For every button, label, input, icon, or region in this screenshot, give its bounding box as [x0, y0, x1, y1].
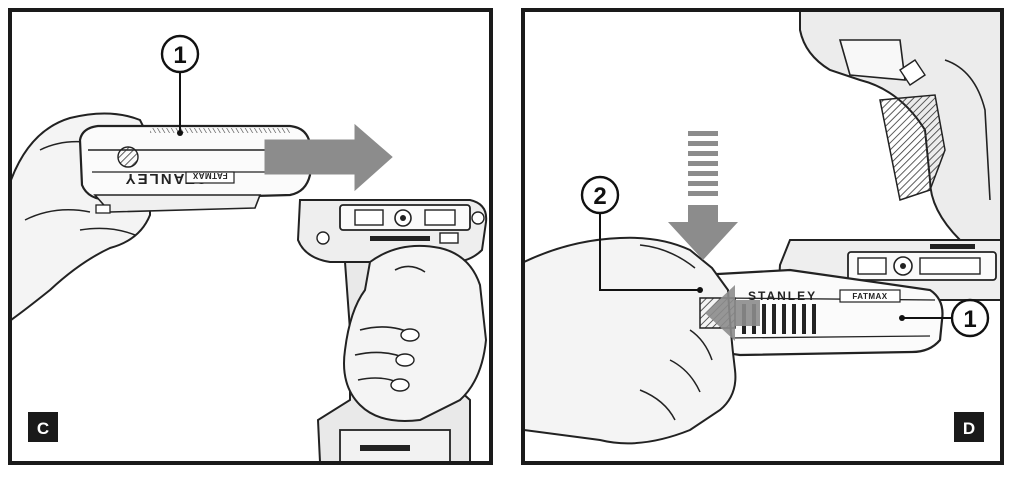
panel-c-frame [8, 8, 493, 465]
panel-d-frame [521, 8, 1004, 465]
callout-1-text-d: 1 [963, 306, 976, 333]
panel-c: STANLEY FATMAX 1 C [8, 8, 493, 465]
battery-sub-c: FATMAX [192, 171, 227, 180]
panel-d-label: D [963, 419, 975, 438]
right-hand-c [343, 244, 488, 422]
battery-pack-c: STANLEY FATMAX [78, 124, 312, 214]
left-hand-d [524, 236, 737, 445]
panel-c-label: C [37, 419, 49, 438]
callout-2-d: 2 [580, 175, 703, 293]
drill-body-d [778, 11, 1001, 301]
panel-c-label-box [28, 412, 58, 442]
battery-pack-d: STANLEY FATMAX [698, 268, 944, 357]
panel-d: STANLEY FATMAX [521, 8, 1004, 465]
slide-arrow-d [705, 285, 760, 341]
battery-brand-d: STANLEY [748, 289, 817, 303]
battery-sub-d: FATMAX [852, 292, 887, 301]
removal-arrow-c [264, 123, 393, 192]
callout-1-text-c: 1 [173, 42, 186, 69]
callout-2-text-d: 2 [593, 183, 606, 210]
press-arrow-d [668, 131, 738, 260]
callout-1-d: 1 [899, 298, 990, 338]
panel-d-label-box [954, 412, 984, 442]
callout-1-c: 1 [160, 34, 200, 136]
